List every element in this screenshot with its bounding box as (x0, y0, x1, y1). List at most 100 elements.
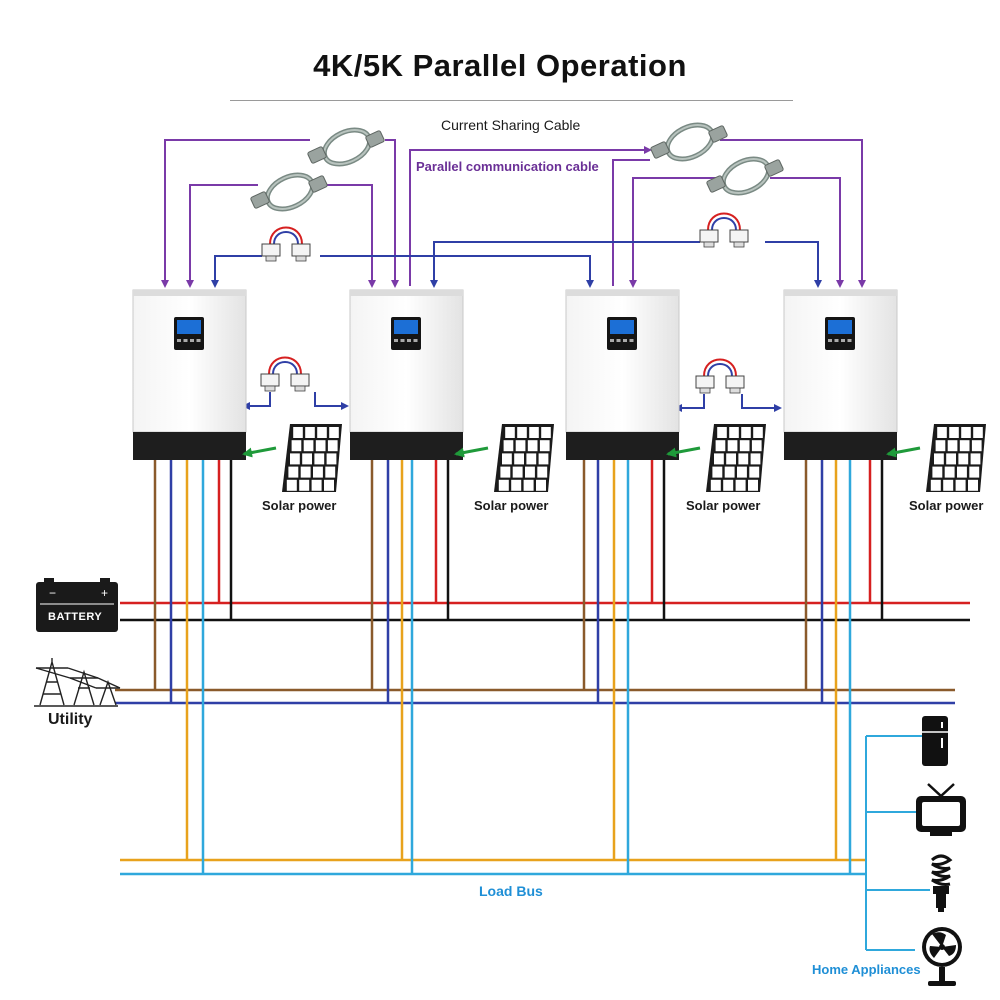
inverter-3-button (616, 339, 621, 342)
svg-text:+: + (101, 586, 108, 600)
solar-power-label-4: Solar power (909, 498, 984, 513)
solar-cell (498, 479, 509, 491)
inverter-4-body (783, 289, 898, 433)
connector-tip (729, 387, 741, 394)
inverter-drop-wires (153, 460, 884, 874)
solar-arrow (886, 446, 921, 458)
solar-cell (741, 427, 751, 438)
solar-cell (930, 479, 941, 491)
solar-cell (723, 479, 734, 491)
solar-cell (305, 427, 315, 438)
inverter-1-button (183, 339, 188, 342)
inverter-3 (565, 289, 680, 460)
connector-wire-blue (272, 361, 298, 375)
solar-cell (327, 440, 338, 452)
solar-cell (970, 453, 981, 465)
solar-cell (539, 440, 550, 452)
connector-icon (695, 358, 745, 394)
solar-cell (514, 453, 524, 465)
cable-plug (307, 146, 327, 164)
solar-cell (729, 427, 739, 438)
svg-text:−: − (49, 586, 56, 600)
inverter-4-button (834, 339, 839, 342)
connector-wire-red (268, 356, 302, 375)
current-sharing-cable-label: Current Sharing Cable (441, 117, 581, 133)
connector-icon (699, 212, 749, 248)
solar-cell (946, 453, 956, 465)
inverter-3-top-edge (566, 290, 679, 296)
inverter-4 (783, 289, 898, 460)
solar-cell (537, 466, 548, 478)
connector-wire-blue (707, 363, 733, 377)
solar-cell (505, 427, 515, 438)
solar-cell (317, 427, 327, 438)
cable-icon (250, 172, 328, 212)
connector-icon (260, 356, 310, 392)
inverter-2 (349, 289, 464, 460)
solar-cell (502, 453, 512, 465)
cable-icon (706, 156, 784, 196)
connector-tip (699, 387, 711, 394)
connector-plug (725, 375, 745, 389)
connector-plug (291, 243, 311, 257)
solar-power-label-1: Solar power (262, 498, 337, 513)
cable-icon (650, 122, 728, 162)
page-title: 4K/5K Parallel Operation (313, 48, 687, 83)
utility-label: Utility (48, 711, 93, 728)
connector-tip (265, 255, 277, 262)
solar-cell (969, 466, 980, 478)
solar-cell (748, 479, 758, 491)
solar-cell (299, 479, 310, 491)
inverter-2-base (350, 432, 463, 460)
connector-wire-red (269, 226, 303, 245)
solar-cell (538, 453, 549, 465)
connector-plug (695, 375, 715, 389)
solar-cell (326, 453, 337, 465)
cable-plug (650, 141, 670, 159)
connector-tip (703, 241, 715, 248)
connector-wire-blue (711, 217, 737, 231)
cable-icons (250, 122, 784, 212)
inverter-1-body (132, 289, 247, 433)
solar-cell (302, 453, 312, 465)
connector-icon (261, 226, 311, 262)
cable-icon (307, 127, 385, 167)
solar-cell (727, 440, 738, 452)
solar-cell (503, 440, 514, 452)
solar-cell (949, 427, 959, 438)
solar-cell (753, 427, 763, 438)
connector-plug (261, 243, 281, 257)
solar-cell (329, 427, 339, 438)
solar-cell (315, 440, 326, 452)
inverter-1-base (133, 432, 246, 460)
inverter-3-lcd-screen (610, 320, 634, 334)
fridge-icon (922, 716, 948, 766)
solar-power-label-3: Solar power (686, 498, 761, 513)
solar-cell (313, 466, 323, 478)
solar-cell (526, 453, 537, 465)
inverter-4-lcd-screen (828, 320, 852, 334)
solar-cell (314, 453, 325, 465)
cable-plug (250, 191, 270, 209)
battery-icon: − + (36, 578, 118, 632)
appliance-feed (865, 735, 930, 951)
cable-plug (706, 175, 726, 193)
solar-cell (291, 440, 302, 452)
solar-cell (288, 466, 299, 478)
solar-cell (303, 440, 314, 452)
inverter-2-top-edge (350, 290, 463, 296)
inverter-2-button (407, 339, 411, 342)
solar-cell (750, 453, 761, 465)
solar-panel-icon (242, 424, 342, 492)
connector-plug (729, 229, 749, 243)
connector-tip (295, 255, 307, 262)
inverter-3-button (623, 339, 627, 342)
solar-cell (958, 453, 969, 465)
tv-icon (916, 783, 966, 836)
solar-cell (961, 427, 971, 438)
cable-plug (365, 130, 385, 148)
connector-plug (290, 373, 310, 387)
connector-wire-red (703, 358, 737, 377)
